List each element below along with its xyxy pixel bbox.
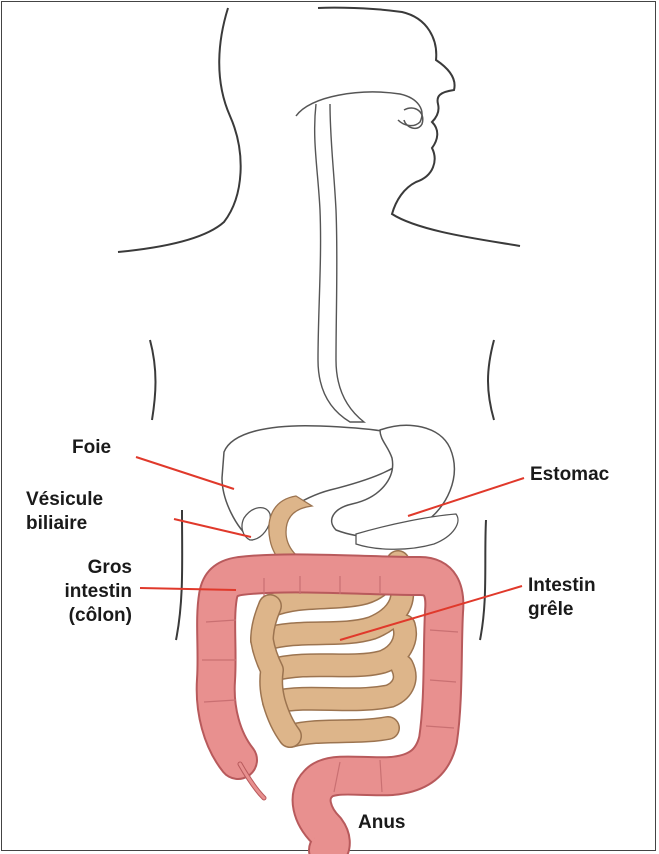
leader-line-foie — [136, 457, 234, 489]
label-anus: Anus — [358, 811, 406, 835]
large-intestine — [202, 573, 458, 850]
right-hip-outline — [480, 520, 486, 640]
label-gros-intestin: Gros intestin (côlon) — [64, 556, 132, 628]
back-outline — [118, 8, 241, 252]
left-torso-outline — [150, 340, 156, 420]
right-torso-outline — [488, 340, 494, 420]
label-estomac: Estomac — [530, 463, 609, 487]
label-vesicule-biliaire: Vésicule biliaire — [26, 488, 103, 536]
label-foie: Foie — [72, 436, 111, 460]
left-hip-outline — [176, 510, 182, 640]
esophagus — [315, 104, 364, 422]
label-intestin-grele: Intestin grêle — [528, 574, 596, 622]
